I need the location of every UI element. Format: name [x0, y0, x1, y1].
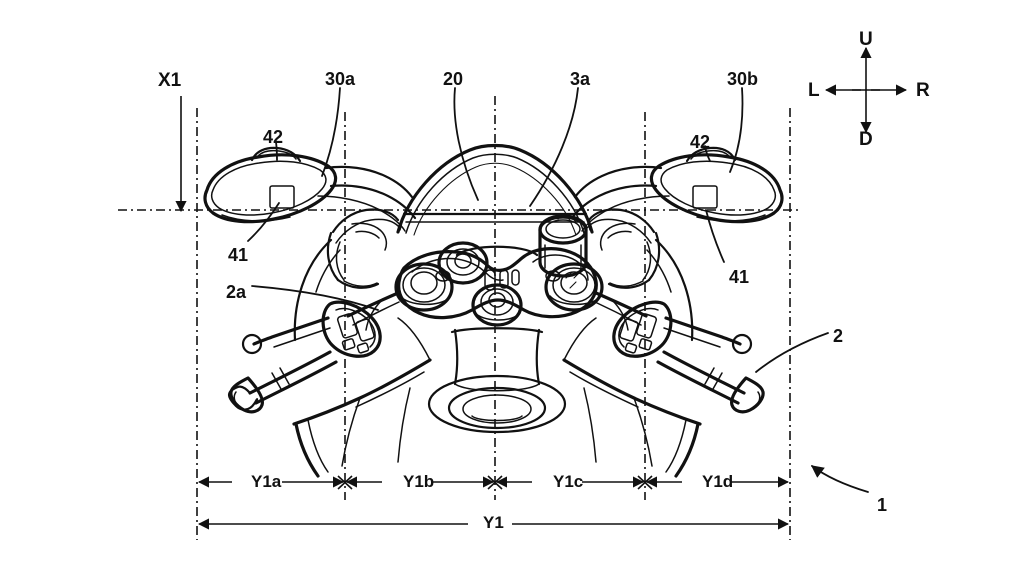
right-handlebar-controls	[594, 291, 765, 414]
guide-lines	[118, 96, 800, 540]
windscreen	[396, 143, 594, 236]
dimension-lines	[197, 475, 790, 530]
right-mirror-assembly	[570, 146, 784, 232]
reference-label-42-left: 42	[263, 127, 284, 147]
dimension-label-y1b: Y1b	[403, 472, 435, 491]
reference-label-1: 1	[877, 495, 888, 515]
reference-label-2a: 2a	[226, 282, 247, 302]
reference-label-41-left: 41	[228, 245, 249, 265]
dimension-label-y1-total: Y1	[483, 513, 504, 532]
axis-label-x1: X1	[158, 70, 182, 91]
reference-label-2: 2	[833, 326, 844, 346]
fuel-tank-and-lower-fairing	[292, 299, 702, 478]
dimension-label-y1c: Y1c	[553, 472, 584, 491]
reference-label-30b: 30b	[727, 69, 759, 89]
reference-label-42-right: 42	[690, 132, 711, 152]
reference-label-41-right: 41	[729, 267, 750, 287]
compass-label-right: R	[916, 80, 930, 101]
front-fairing-cowl	[293, 208, 694, 342]
left-handlebar-controls	[227, 291, 400, 414]
compass-label-left: L	[808, 80, 820, 101]
left-mirror-assembly	[203, 146, 417, 232]
orientation-compass	[824, 46, 908, 134]
reference-label-30a: 30a	[325, 69, 356, 89]
compass-label-down: D	[859, 129, 873, 150]
dimension-label-y1d: Y1d	[702, 472, 734, 491]
reference-label-3a: 3a	[570, 69, 591, 89]
leader-lines	[247, 87, 869, 493]
triple-clamp-assembly	[394, 214, 604, 327]
compass-label-up: U	[859, 29, 873, 50]
dimension-label-y1a: Y1a	[251, 472, 282, 491]
reference-label-20: 20	[443, 69, 464, 89]
